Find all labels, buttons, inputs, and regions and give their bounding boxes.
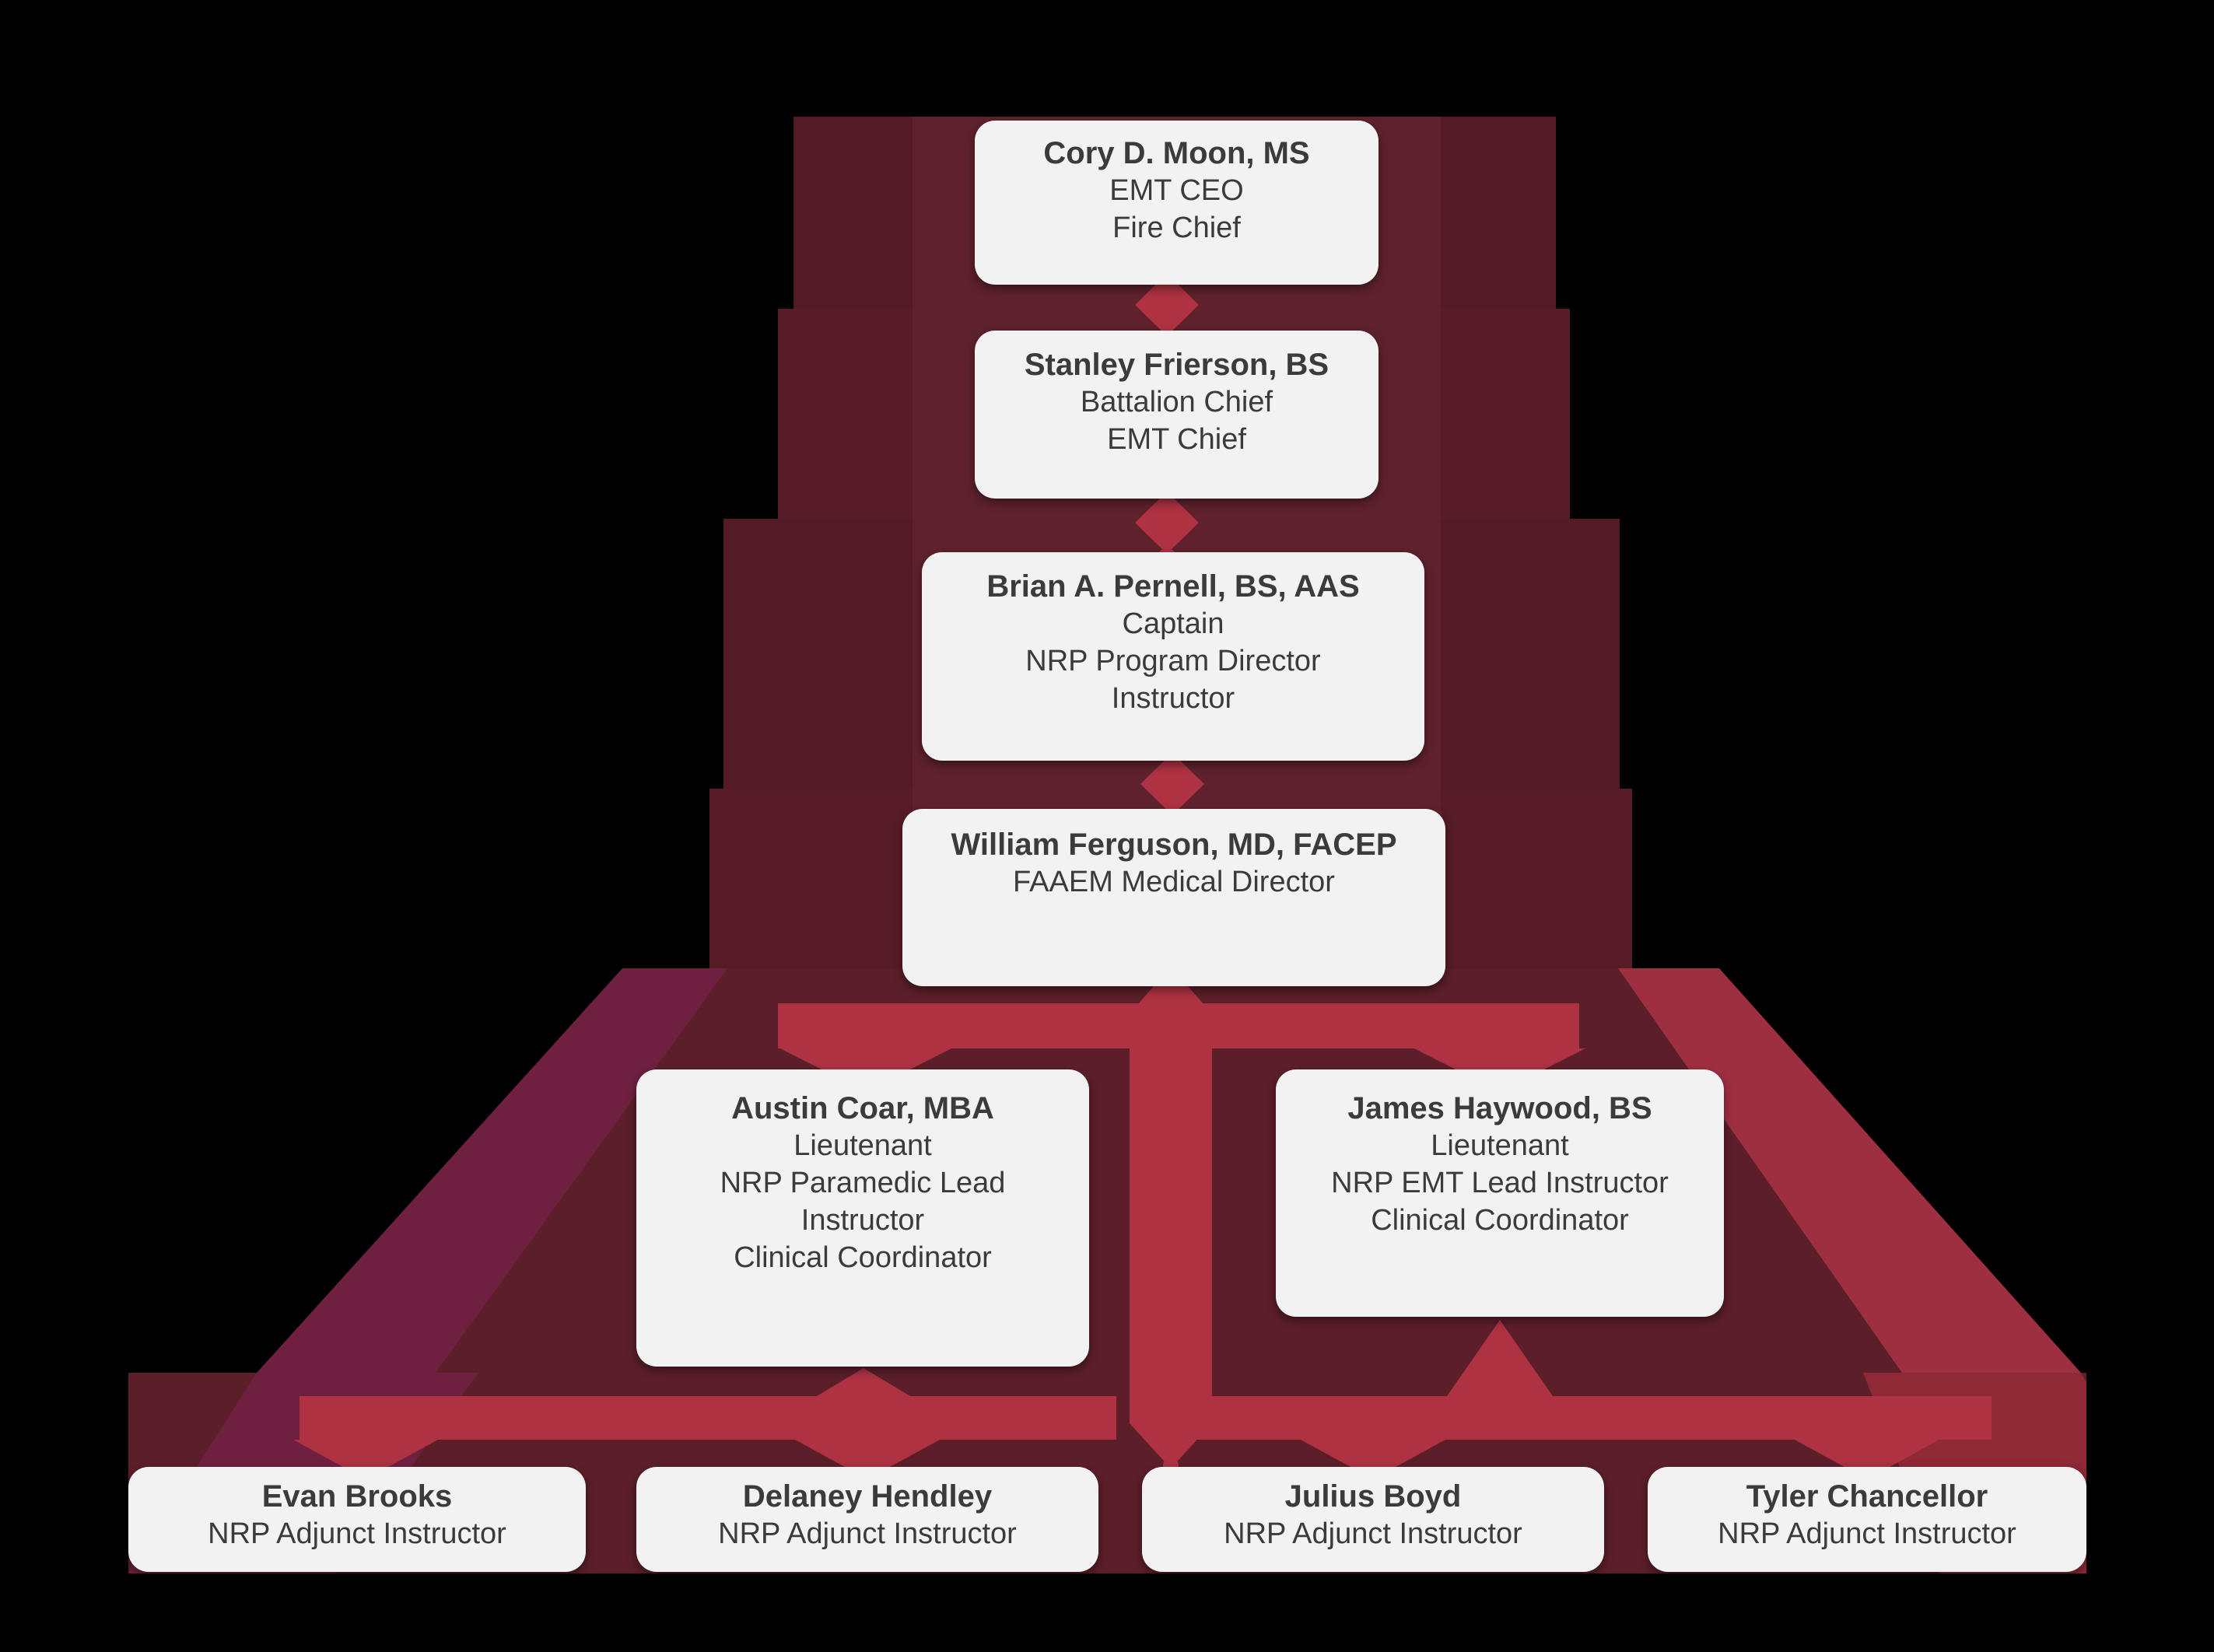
person-role: Instructor — [1111, 682, 1235, 715]
person-role: NRP EMT Lead Instructor — [1331, 1167, 1669, 1199]
org-box-ceo: Cory D. Moon, MS EMT CEO Fire Chief — [975, 121, 1378, 285]
person-role: NRP Program Director — [1025, 645, 1321, 677]
person-role: NRP Adjunct Instructor — [718, 1517, 1017, 1550]
person-role: NRP Paramedic Lead — [720, 1167, 1006, 1199]
org-box-lieutenant-paramedic: Austin Coar, MBA Lieutenant NRP Paramedi… — [636, 1069, 1089, 1367]
person-name: Stanley Frierson, BS — [1024, 348, 1329, 382]
person-role: Instructor — [800, 1204, 925, 1237]
person-role: Fire Chief — [1112, 212, 1241, 244]
person-role: EMT CEO — [1109, 174, 1244, 207]
fan-left-to-adjuncts — [293, 1368, 1116, 1483]
person-role: FAAEM Medical Director — [1013, 866, 1335, 898]
org-box-adjunct-4: Tyler Chancellor NRP Adjunct Instructor — [1648, 1467, 2086, 1572]
person-name: Cory D. Moon, MS — [1043, 136, 1310, 170]
org-box-lieutenant-emt: James Haywood, BS Lieutenant NRP EMT Lea… — [1276, 1069, 1724, 1317]
person-role: NRP Adjunct Instructor — [1224, 1517, 1522, 1550]
org-box-adjunct-2: Delaney Hendley NRP Adjunct Instructor — [636, 1467, 1098, 1572]
org-box-adjunct-3: Julius Boyd NRP Adjunct Instructor — [1142, 1467, 1604, 1572]
person-name: Brian A. Pernell, BS, AAS — [986, 569, 1360, 604]
slope-left-upper — [257, 968, 727, 1373]
person-role: Lieutenant — [1431, 1129, 1569, 1162]
org-box-battalion-chief: Stanley Frierson, BS Battalion Chief EMT… — [975, 331, 1378, 499]
person-name: Julius Boyd — [1284, 1479, 1462, 1514]
person-role: NRP Adjunct Instructor — [1718, 1517, 2016, 1550]
fan-right-to-adjuncts — [1163, 1320, 1992, 1483]
org-box-medical-director: William Ferguson, MD, FACEP FAAEM Medica… — [902, 809, 1445, 986]
person-role: EMT Chief — [1107, 423, 1246, 456]
slope-right-upper — [1614, 968, 2081, 1373]
person-name: James Haywood, BS — [1347, 1091, 1652, 1125]
person-role: Clinical Coordinator — [734, 1241, 992, 1274]
org-box-program-director: Brian A. Pernell, BS, AAS Captain NRP Pr… — [922, 552, 1424, 761]
person-name: William Ferguson, MD, FACEP — [951, 828, 1397, 862]
org-box-adjunct-1: Evan Brooks NRP Adjunct Instructor — [128, 1467, 586, 1572]
person-role: Lieutenant — [793, 1129, 932, 1162]
person-name: Austin Coar, MBA — [731, 1091, 994, 1125]
person-role: Captain — [1122, 607, 1224, 640]
person-name: Tyler Chancellor — [1746, 1479, 1988, 1514]
person-role: NRP Adjunct Instructor — [208, 1517, 506, 1550]
person-name: Evan Brooks — [261, 1479, 453, 1514]
person-role: Battalion Chief — [1080, 386, 1273, 418]
person-role: Clinical Coordinator — [1371, 1204, 1629, 1237]
person-name: Delaney Hendley — [742, 1479, 993, 1514]
